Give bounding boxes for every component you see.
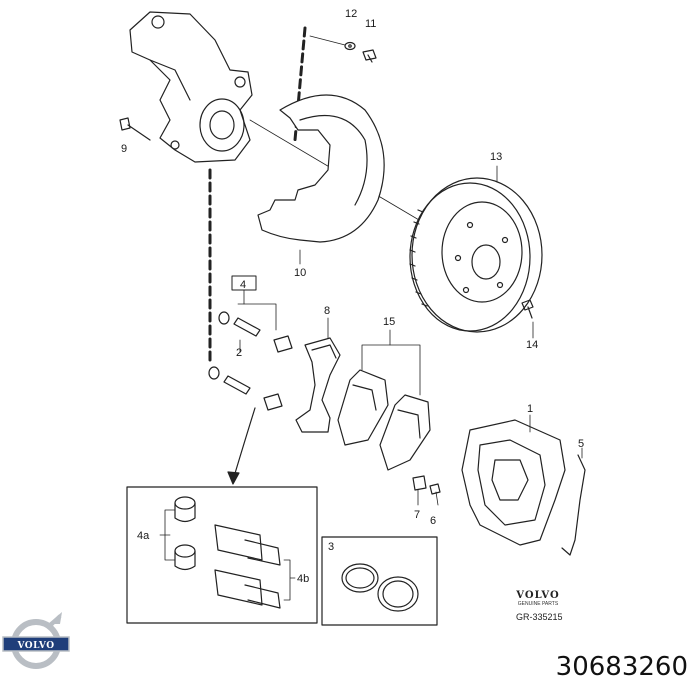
- callout-15: 15: [383, 316, 395, 328]
- callout-1: 1: [527, 403, 533, 415]
- guide-bushing-kit-box: [126, 486, 318, 624]
- lower-guide-pins: [208, 366, 283, 411]
- callout-10: 10: [294, 267, 306, 279]
- callout-9: 9: [121, 143, 127, 155]
- anti-rattle-spring: [561, 447, 586, 556]
- logo-wordmark: VOLVO: [16, 641, 54, 651]
- part-number: 30683260: [555, 652, 688, 682]
- volvo-logo-icon: VOLVO: [2, 612, 70, 669]
- callout-7: 7: [414, 509, 420, 521]
- bolt-11: [362, 49, 377, 63]
- callout-4a: 4a: [137, 530, 150, 542]
- callout-4b: 4b: [297, 573, 309, 585]
- disc-screw: [521, 299, 534, 319]
- callout-13: 13: [490, 151, 502, 163]
- callout-5: 5: [578, 438, 584, 450]
- pointer-arrowhead: [227, 471, 240, 485]
- genuine-parts-label: GENUINE PARTS: [517, 601, 559, 607]
- seal-kit-box: [321, 536, 438, 626]
- leader-12-11: [309, 35, 346, 46]
- steering-knuckle: [129, 11, 253, 163]
- callout-2: 2: [236, 347, 242, 359]
- volvo-genuine-parts-mark: VOLVO GENUINE PARTS: [498, 590, 578, 607]
- brake-disc: [409, 177, 543, 333]
- volvo-wordmark: VOLVO: [516, 590, 560, 601]
- washer: [344, 41, 356, 51]
- brake-pads: [337, 344, 431, 471]
- callout-12: 12: [345, 8, 357, 20]
- callout-6: 6: [430, 515, 436, 527]
- bleeder-cap: [412, 475, 427, 506]
- brake-caliper: [461, 414, 566, 546]
- callout-3: 3: [328, 541, 334, 553]
- callout-4: 4: [240, 279, 246, 291]
- callout-8: 8: [324, 305, 330, 317]
- splash-shield: [257, 94, 385, 243]
- bolt-9: [119, 117, 151, 141]
- callout-11: 11: [365, 18, 376, 30]
- caliper-bracket: [295, 317, 341, 433]
- callout-14: 14: [526, 339, 538, 351]
- pointer-arrow: [232, 407, 256, 481]
- bleeder-screw: [429, 483, 441, 506]
- guide-pin-kit: [218, 275, 293, 353]
- drawing-code: GR-335215: [516, 612, 563, 622]
